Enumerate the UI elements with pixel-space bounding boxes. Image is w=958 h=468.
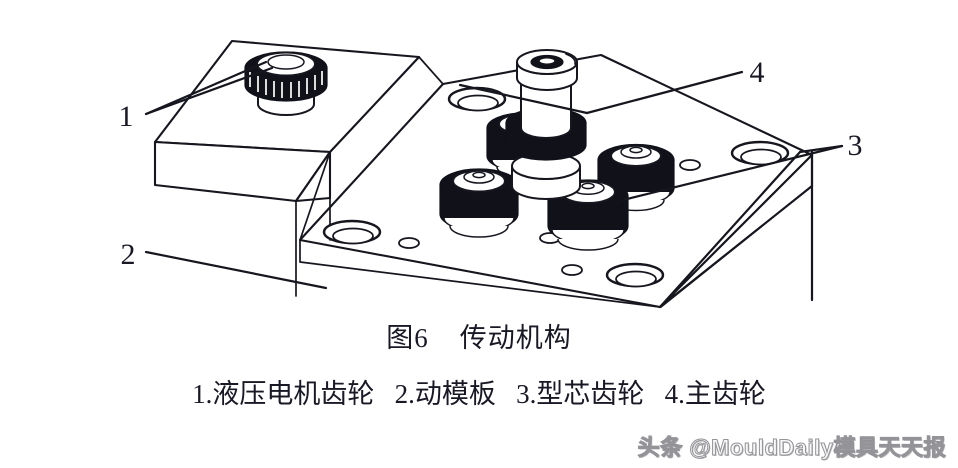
bore-hole — [730, 140, 790, 166]
callout-number-3: 3 — [848, 129, 863, 162]
bore-hole — [447, 86, 507, 112]
leader-line-1b — [144, 60, 268, 116]
figure-caption: 图6 传动机构 — [386, 323, 572, 353]
pin-hole — [561, 264, 583, 276]
transmission-mechanism-drawing: 1 2 3 4 — [119, 39, 863, 309]
platen-bore-holes — [322, 86, 790, 288]
figure-caption-row: 图6 传动机构 — [0, 322, 958, 356]
figure-legend-row: 1.液压电机齿轮 2.动模板 3.型芯齿轮 4.主齿轮 — [0, 378, 958, 412]
main-gear-assembly — [505, 49, 587, 200]
leader-line-3b — [798, 144, 844, 154]
pin-hole — [398, 237, 420, 249]
hydraulic-motor-gear — [244, 51, 328, 116]
leader-line-2 — [144, 250, 328, 290]
callout-number-2: 2 — [121, 238, 136, 271]
gear-teeth — [509, 127, 582, 157]
leader-line-3c — [658, 150, 802, 309]
pin-hole — [679, 159, 701, 171]
leader-line-1 — [144, 66, 274, 116]
core-gear-front — [547, 179, 629, 251]
leader-line-3 — [621, 144, 844, 202]
callout-leaders — [144, 60, 844, 309]
leader-line-4b — [458, 83, 589, 115]
leader-line-4 — [585, 70, 744, 115]
watermark-text: 头条 @MouldDaily模具天天报 — [637, 435, 946, 461]
callout-number-4: 4 — [750, 56, 765, 89]
gear-teeth — [249, 71, 323, 98]
figure-legend: 1.液压电机齿轮 2.动模板 3.型芯齿轮 4.主齿轮 — [192, 379, 766, 409]
bore-hole — [605, 262, 665, 288]
core-gear-left — [439, 168, 519, 238]
callout-number-1: 1 — [119, 100, 134, 133]
bore-hole — [322, 219, 382, 245]
